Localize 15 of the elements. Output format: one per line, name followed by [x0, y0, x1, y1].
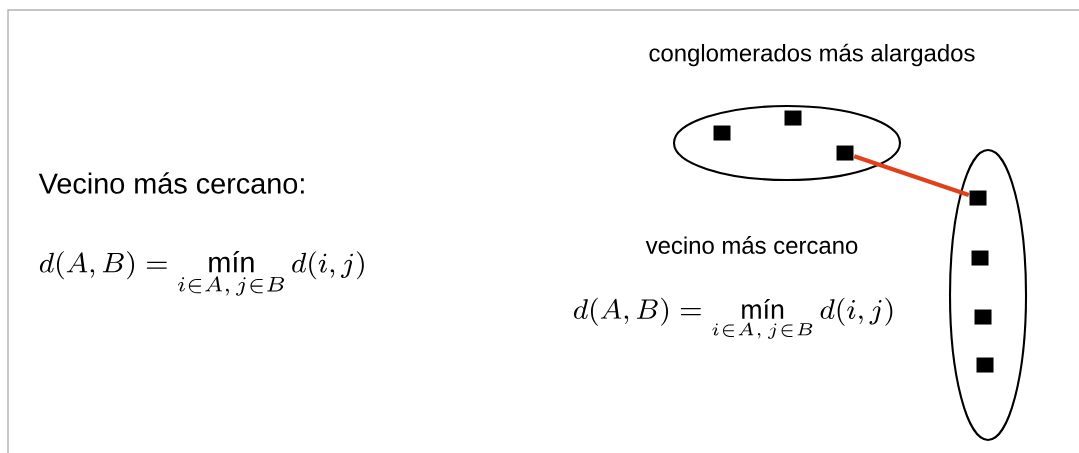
data-point — [969, 190, 987, 206]
distance-formula: $d(A,B) = \mathop{\text{mín}}\limits_{i\in A,\, j\in B} d(i,j)$ — [39, 251, 364, 296]
data-point — [836, 145, 854, 161]
caption-text: conglomerados más alargados — [649, 43, 975, 67]
data-point — [974, 309, 992, 325]
distance-formula: $d(A,B) = \mathop{\text{mín}}\limits_{i\in A,\, j\in B} d(i,j)$ — [573, 297, 893, 339]
data-point — [976, 357, 994, 373]
connector-line — [853, 154, 970, 197]
cluster-ellipse — [672, 104, 902, 182]
data-point — [713, 125, 731, 141]
data-point — [784, 110, 802, 126]
cluster-ellipse — [948, 148, 1028, 442]
caption-text: vecino más cercano — [645, 236, 858, 254]
heading-text: Vecino más cercano: — [38, 172, 304, 194]
data-point — [971, 250, 989, 266]
